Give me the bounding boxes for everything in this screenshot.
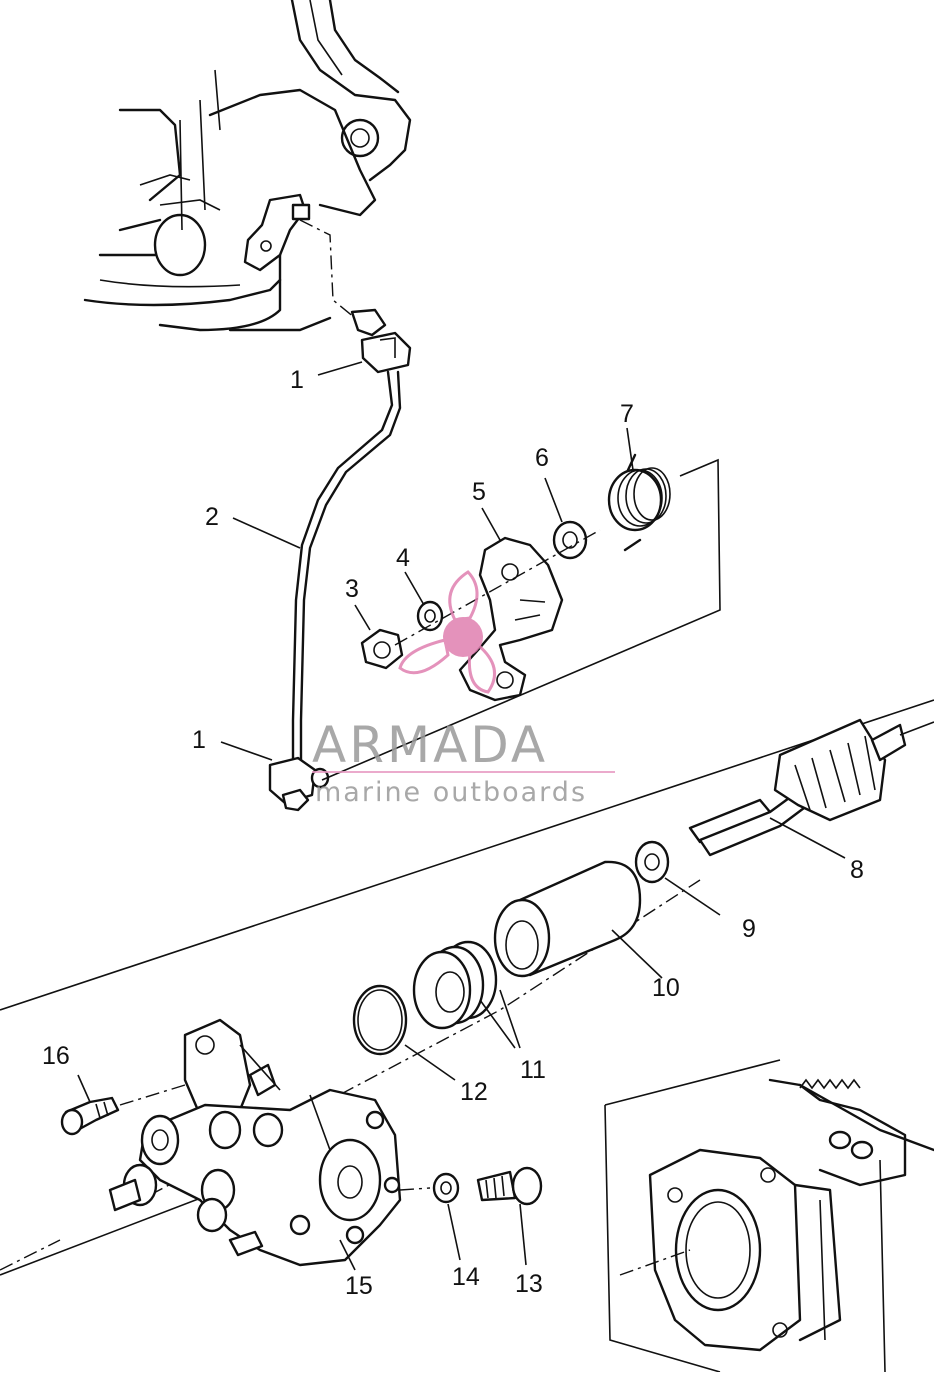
callout-15: 15 <box>345 1272 373 1300</box>
seal-part <box>412 940 498 1030</box>
watermark-tagline: marine outboards <box>315 777 587 808</box>
washer-part-9 <box>634 840 670 884</box>
bolt-part <box>60 1084 186 1136</box>
callout-1-upper: 1 <box>290 366 304 394</box>
leader-lines <box>77 361 846 1271</box>
callout-7: 7 <box>620 400 634 428</box>
watermark: ARMADA marine outboards <box>312 570 615 808</box>
callout-11: 11 <box>520 1056 546 1084</box>
callout-labels: 1 2 3 4 5 6 7 1 8 9 10 11 12 13 14 15 16 <box>42 366 864 1300</box>
callout-6: 6 <box>535 444 549 472</box>
watermark-brand: ARMADA <box>312 716 548 774</box>
gear-shaft-part <box>688 718 934 857</box>
callout-1-lower: 1 <box>192 726 206 754</box>
nut-part <box>360 628 404 670</box>
sleeve-part <box>493 860 642 978</box>
callout-2: 2 <box>205 503 219 531</box>
propeller-icon <box>398 570 497 694</box>
pipe-part <box>291 370 402 762</box>
washer-part-6 <box>552 520 588 560</box>
callout-14: 14 <box>452 1263 480 1291</box>
callout-5: 5 <box>472 478 486 506</box>
spring-part <box>607 453 671 552</box>
callout-12: 12 <box>460 1078 488 1106</box>
screw-part <box>399 1166 543 1206</box>
callout-4: 4 <box>396 544 410 572</box>
engine-block-bottom <box>604 1059 934 1373</box>
callout-3: 3 <box>345 575 359 603</box>
bracket-part <box>458 536 564 702</box>
callout-16: 16 <box>42 1042 70 1070</box>
callout-9: 9 <box>742 915 756 943</box>
fitting-upper <box>350 308 412 374</box>
washer-part-14 <box>432 1172 460 1204</box>
engine-block-top <box>83 0 412 332</box>
pump-body-part <box>108 1018 402 1267</box>
callout-8: 8 <box>850 856 864 884</box>
o-ring-part <box>352 984 408 1056</box>
fitting-lower <box>268 756 330 812</box>
callout-13: 13 <box>515 1270 543 1298</box>
washer-part-4 <box>416 600 444 632</box>
callout-10: 10 <box>652 974 680 1002</box>
